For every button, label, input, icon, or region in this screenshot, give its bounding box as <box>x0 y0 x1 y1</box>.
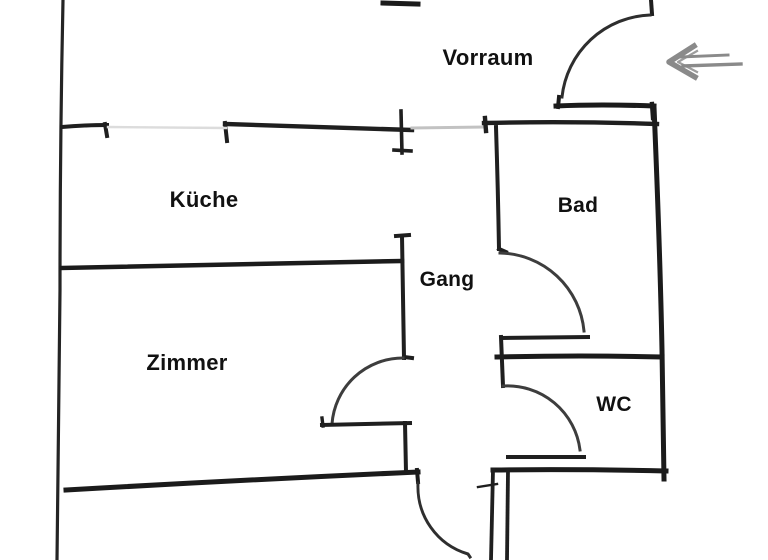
wall-wc-jamb <box>498 334 506 389</box>
bad-door <box>498 251 591 341</box>
room-label-zimmer: Zimmer <box>146 350 228 375</box>
wall-top-kueche <box>59 120 415 144</box>
room-label-bad: Bad <box>557 194 599 217</box>
room-label-kueche: Küche <box>169 187 239 212</box>
entrance-door-swing-arc <box>560 13 652 99</box>
wall-bad-wc-divider <box>494 353 665 360</box>
room-label-gang: Gang <box>419 268 475 291</box>
wc-door-swing-arc <box>501 384 582 452</box>
wall-right <box>651 104 667 482</box>
bottom-door <box>416 481 473 560</box>
wall-bottom-center-double <box>476 468 510 560</box>
bad-door-leaf <box>499 334 591 341</box>
zimmer-door-swing-arc <box>330 356 405 426</box>
zimmer-door-leaf <box>319 420 413 428</box>
room-label-vorraum: Vorraum <box>442 45 534 70</box>
wall-gang-left <box>393 232 415 361</box>
zimmer-door <box>319 356 413 428</box>
wc-door <box>501 384 586 459</box>
wall-zimmer-bottom <box>63 467 421 493</box>
wall-top-edge-stub <box>380 0 421 7</box>
wall-opening-gang-top <box>410 125 486 130</box>
wall-wc-bottom <box>490 467 669 474</box>
entrance-door <box>560 0 655 99</box>
bottom-door-swing-arc <box>416 481 473 560</box>
entrance-arrow-icon <box>666 42 743 81</box>
wall-jamb-gang-top <box>392 109 413 155</box>
wall-opening-kueche-window <box>106 125 228 130</box>
wall-kueche-zimmer-divider <box>59 258 405 271</box>
wall-bad-left <box>493 124 509 255</box>
wall-gang-left-lower <box>402 420 409 475</box>
bad-door-swing-arc <box>498 251 586 333</box>
wall-top-bad <box>481 115 660 134</box>
wall-left <box>55 0 65 560</box>
wall-vorraum-south <box>553 94 657 121</box>
room-label-wc: WC <box>596 393 632 416</box>
